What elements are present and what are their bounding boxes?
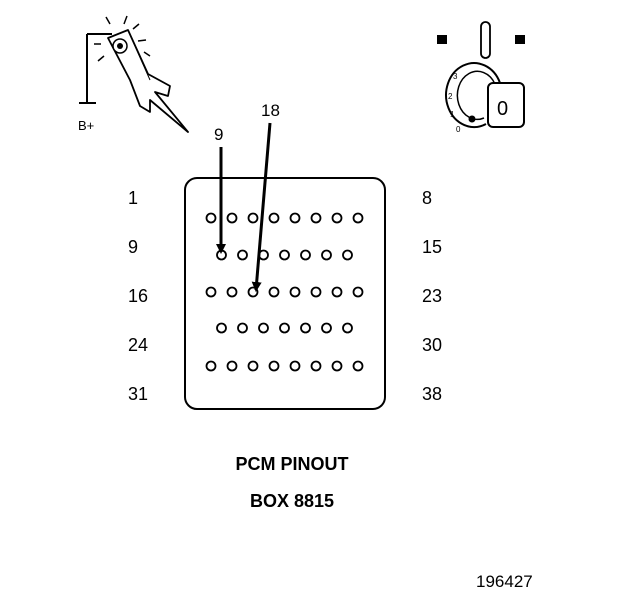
pin-hole-38 xyxy=(352,360,364,372)
pin-hole-20 xyxy=(289,286,301,298)
ignition-switch-icon xyxy=(437,21,525,129)
pin-hole-37 xyxy=(331,360,343,372)
caption-box-number: BOX 8815 xyxy=(250,491,334,511)
pin-hole-31 xyxy=(205,360,217,372)
ignition-position-1: 1 xyxy=(450,110,455,119)
callout-9: 9 xyxy=(214,125,223,144)
pcm-connector-body xyxy=(184,177,386,410)
ignition-position-0: 0 xyxy=(456,125,461,134)
callout-18: 18 xyxy=(261,101,280,120)
pin-hole-7 xyxy=(331,212,343,224)
row-start-pin-9: 9 xyxy=(128,237,138,257)
ignition-position-2: 2 xyxy=(448,92,453,101)
pin-hole-26 xyxy=(258,322,269,334)
pin-hole-4 xyxy=(268,212,280,224)
pin-hole-12 xyxy=(279,249,290,261)
row-end-pin-38: 38 xyxy=(422,384,442,404)
pin-hole-21 xyxy=(310,286,322,298)
pin-hole-24 xyxy=(216,322,227,334)
row-start-pin-16: 16 xyxy=(128,286,148,306)
pin-hole-35 xyxy=(289,360,301,372)
pin-hole-13 xyxy=(300,249,311,261)
pin-hole-1 xyxy=(205,212,217,224)
pin-hole-22 xyxy=(331,286,343,298)
pin-hole-27 xyxy=(279,322,290,334)
probe-arrow-pin-18 xyxy=(251,122,272,292)
row-end-pin-23: 23 xyxy=(422,286,442,306)
pin-hole-6 xyxy=(310,212,322,224)
row-start-pin-31: 31 xyxy=(128,384,148,404)
pin-hole-16 xyxy=(205,286,217,298)
pin-hole-3 xyxy=(247,212,259,224)
pin-holes xyxy=(205,212,364,372)
pin-hole-28 xyxy=(300,322,311,334)
pin-hole-36 xyxy=(310,360,322,372)
pin-hole-8 xyxy=(352,212,364,224)
pin-hole-33 xyxy=(247,360,259,372)
row-end-pin-8: 8 xyxy=(422,188,432,208)
pin-hole-17 xyxy=(226,286,238,298)
pin-hole-5 xyxy=(289,212,301,224)
pin-hole-32 xyxy=(226,360,238,372)
pin-hole-2 xyxy=(226,212,238,224)
test-lamp-probe-icon xyxy=(79,15,189,133)
pin-hole-23 xyxy=(352,286,364,298)
figure-number: 196427 xyxy=(476,572,533,591)
pin-hole-14 xyxy=(321,249,332,261)
row-start-pin-1: 1 xyxy=(128,188,138,208)
pin-hole-25 xyxy=(237,322,248,334)
pin-hole-34 xyxy=(268,360,280,372)
b-plus-label: B+ xyxy=(78,118,94,133)
pin-hole-19 xyxy=(268,286,280,298)
row-start-pin-24: 24 xyxy=(128,335,148,355)
row-end-pin-15: 15 xyxy=(422,237,442,257)
caption-pcm-pinout: PCM PINOUT xyxy=(235,454,348,474)
pin-hole-29 xyxy=(321,322,332,334)
row-end-pin-30: 30 xyxy=(422,335,442,355)
ignition-key-label: 0 xyxy=(497,98,508,120)
pin-hole-15 xyxy=(342,249,353,261)
pin-hole-30 xyxy=(342,322,353,334)
pin-hole-10 xyxy=(237,249,248,261)
ignition-position-3: 3 xyxy=(453,72,458,81)
